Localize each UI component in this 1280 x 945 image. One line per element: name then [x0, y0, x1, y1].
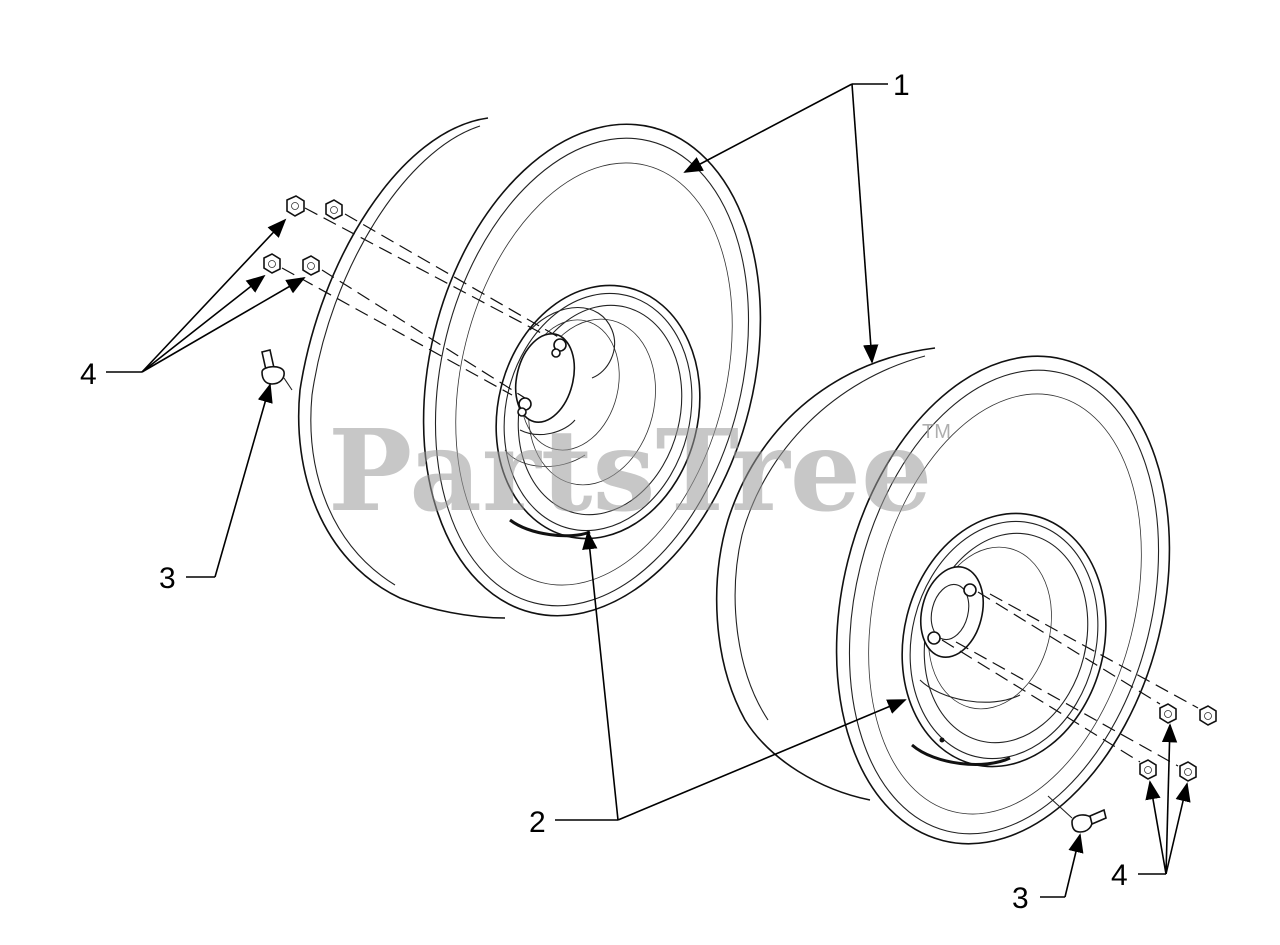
right-wheel — [715, 347, 1171, 845]
left-lug-nuts — [263, 195, 343, 276]
right-lug-nuts — [1139, 703, 1217, 782]
callout-4-right: 4 — [1111, 859, 1128, 892]
leader-lines — [106, 83, 1191, 898]
callout-3-left: 3 — [159, 562, 176, 595]
trademark-symbol: TM — [922, 421, 951, 443]
callout-4-left: 4 — [80, 358, 97, 391]
left-tire-tread — [297, 117, 506, 619]
lug-nut-icon — [1139, 759, 1157, 780]
lug-nut-icon — [1159, 703, 1177, 724]
callout-1: 1 — [893, 69, 910, 102]
callout-3-right: 3 — [1012, 882, 1029, 915]
lug-nut-icon — [286, 195, 305, 217]
left-wheel — [297, 117, 762, 619]
left-alignment-lines — [281, 207, 561, 399]
lug-nut-icon — [302, 255, 320, 276]
lug-nut-icon — [1199, 705, 1217, 726]
right-valve-stem-icon — [1047, 795, 1107, 833]
partstree-watermark: PartsTree — [328, 406, 932, 537]
left-valve-stem-icon — [261, 349, 293, 391]
right-alignment-lines — [941, 591, 1199, 767]
callout-2: 2 — [529, 806, 546, 839]
lug-nut-icon — [263, 253, 281, 274]
lug-nut-icon — [1179, 761, 1197, 782]
lug-nut-icon — [325, 199, 343, 220]
right-tire-tread — [715, 347, 936, 801]
